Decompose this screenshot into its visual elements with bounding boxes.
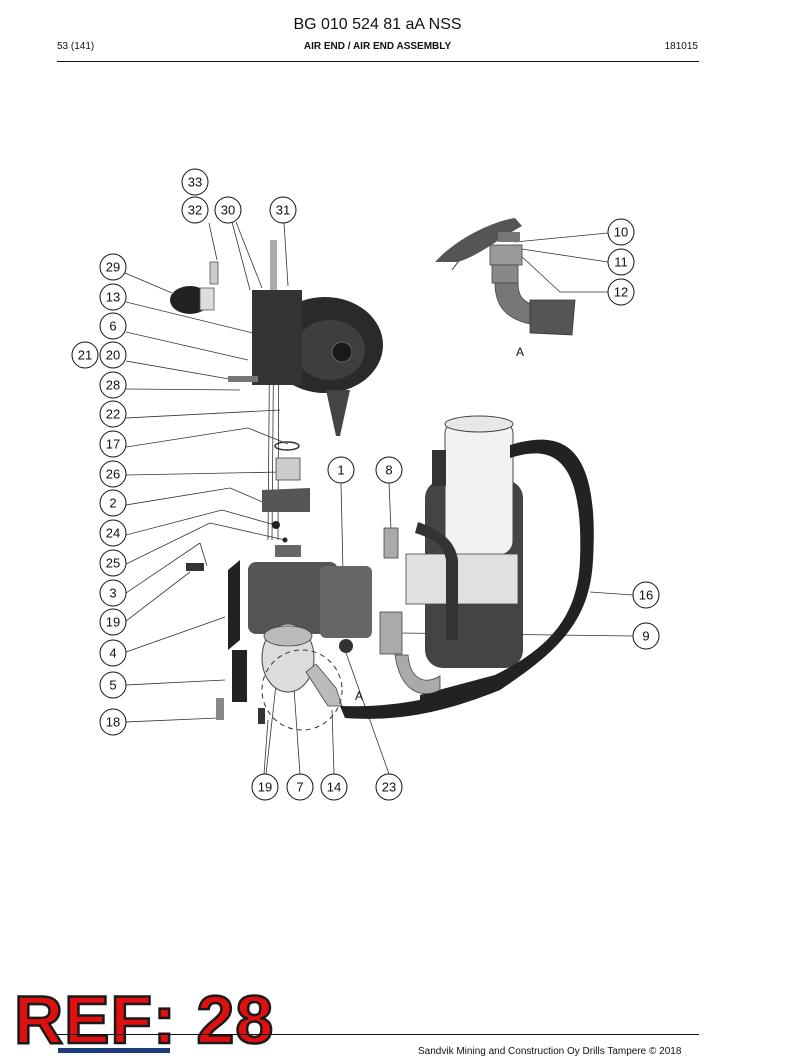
callout-33: 33 — [181, 168, 209, 196]
callout-28: 28 — [99, 371, 127, 399]
svg-text:9: 9 — [642, 629, 649, 644]
callout-7: 7 — [286, 773, 314, 801]
callout-19-bottom: 19 — [251, 773, 279, 801]
footer-copyright: Sandvik Mining and Construction Oy Drill… — [418, 1046, 682, 1057]
callout-4: 4 — [99, 639, 127, 667]
svg-text:11: 11 — [614, 255, 628, 270]
callout-2: 2 — [99, 489, 127, 517]
callout-18: 18 — [99, 708, 127, 736]
svg-text:33: 33 — [188, 175, 202, 190]
callout-16: 16 — [632, 581, 660, 609]
svg-text:17: 17 — [106, 437, 120, 452]
svg-text:22: 22 — [106, 407, 120, 422]
svg-text:6: 6 — [109, 319, 116, 334]
svg-text:13: 13 — [106, 290, 120, 305]
document-title: BG 010 524 81 aA NSS — [293, 16, 462, 33]
callout-8: 8 — [375, 456, 403, 484]
callout-23: 23 — [375, 773, 403, 801]
callout-30: 30 — [214, 196, 242, 224]
svg-text:8: 8 — [385, 463, 392, 478]
document-code: 181015 — [664, 41, 698, 52]
callout-21: 21 — [71, 341, 99, 369]
svg-text:18: 18 — [106, 715, 120, 730]
svg-text:1: 1 — [337, 463, 344, 478]
svg-text:14: 14 — [327, 780, 341, 795]
svg-text:2: 2 — [109, 496, 116, 511]
callout-1: 1 — [327, 456, 355, 484]
svg-text:25: 25 — [106, 556, 120, 571]
page-number: 53 (141) — [57, 41, 95, 52]
callout-29: 29 — [99, 253, 127, 281]
callout-17: 17 — [99, 430, 127, 458]
svg-text:32: 32 — [188, 203, 202, 218]
callout-10: 10 — [607, 218, 635, 246]
detail-view-label: A — [516, 345, 524, 359]
detail-circle-label: A — [355, 689, 363, 703]
callout-13: 13 — [99, 283, 127, 311]
callout-9: 9 — [632, 622, 660, 650]
pump-assembly — [216, 527, 403, 731]
svg-text:23: 23 — [382, 780, 396, 795]
detail-view-a — [435, 218, 576, 336]
reference-stamp: REF: 28 — [13, 982, 275, 1058]
svg-text:16: 16 — [639, 588, 653, 603]
callout-20: 20 — [99, 341, 127, 369]
callout-6: 6 — [99, 312, 127, 340]
svg-text:7: 7 — [296, 780, 303, 795]
svg-text:20: 20 — [106, 348, 120, 363]
callout-3: 3 — [99, 579, 127, 607]
svg-text:29: 29 — [106, 260, 120, 275]
callout-14: 14 — [320, 773, 348, 801]
header-rule — [57, 61, 699, 62]
footer-rule — [57, 1034, 699, 1035]
callout-19-left: 19 — [99, 608, 127, 636]
svg-text:26: 26 — [106, 467, 120, 482]
callout-11: 11 — [607, 248, 635, 276]
callout-24: 24 — [99, 519, 127, 547]
svg-text:19: 19 — [106, 615, 120, 630]
svg-text:30: 30 — [221, 203, 235, 218]
svg-text:19: 19 — [258, 780, 272, 795]
svg-text:31: 31 — [276, 203, 290, 218]
separator-tank — [340, 415, 594, 719]
callout-26: 26 — [99, 460, 127, 488]
callout-5: 5 — [99, 671, 127, 699]
callout-25: 25 — [99, 549, 127, 577]
callout-31: 31 — [269, 196, 297, 224]
svg-text:24: 24 — [106, 526, 120, 541]
air-end-unit — [170, 240, 383, 436]
svg-text:4: 4 — [109, 646, 116, 661]
svg-text:28: 28 — [106, 378, 120, 393]
sandvik-logo — [58, 1048, 170, 1053]
callout-22: 22 — [99, 400, 127, 428]
svg-text:21: 21 — [78, 348, 92, 363]
svg-text:10: 10 — [614, 225, 628, 240]
intermediate-parts — [186, 441, 310, 571]
svg-text:12: 12 — [614, 285, 628, 300]
callout-12: 12 — [607, 278, 635, 306]
svg-text:3: 3 — [109, 586, 116, 601]
section-title: AIR END / AIR END ASSEMBLY — [303, 41, 452, 52]
callout-32: 32 — [181, 196, 209, 224]
svg-text:5: 5 — [109, 678, 116, 693]
